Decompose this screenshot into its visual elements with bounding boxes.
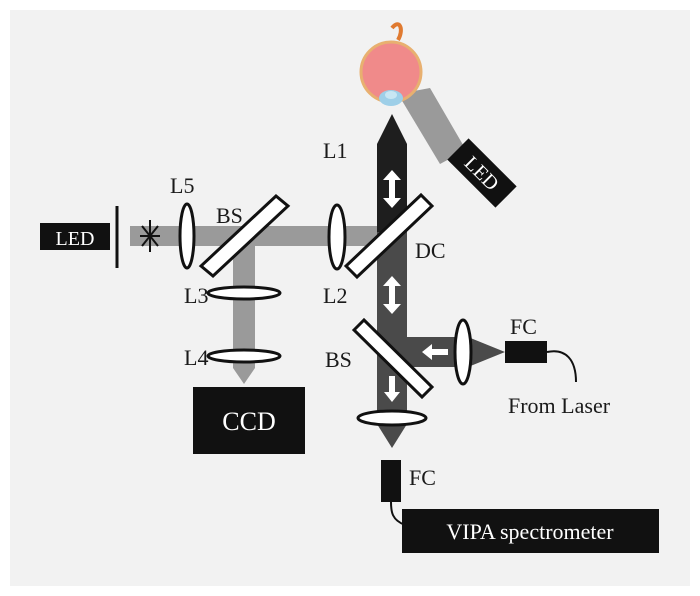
fiber-coupler-right: [505, 341, 547, 363]
label-from-laser: From Laser: [508, 393, 611, 418]
lens-l5: [178, 202, 196, 270]
arrow-down-icon: [384, 376, 400, 402]
double-arrow-icon: [383, 276, 401, 314]
label-dc: DC: [415, 238, 446, 263]
led-left-box: [40, 223, 110, 250]
label-bs-right: BS: [325, 347, 352, 372]
ccd-camera: [193, 387, 305, 454]
vipa-label: VIPA spectrometer: [446, 519, 614, 544]
lens-l4: [206, 348, 282, 364]
beam-splitter-left: [198, 194, 291, 278]
laser-fiber: [546, 350, 577, 383]
double-arrow-icon: [383, 170, 401, 208]
arrow-left-icon: [422, 344, 448, 360]
light-source-icon: [140, 220, 160, 252]
dichroic-mirror: [343, 192, 435, 280]
laser-beam-cone: [465, 337, 505, 367]
main-beam-bottom-tip: [377, 424, 407, 448]
led-illumination-beam: [398, 88, 466, 164]
collimating-lens: [453, 318, 473, 386]
led-left-label: LED: [56, 228, 95, 250]
imaging-beam-tip: [233, 368, 255, 384]
label-bs-left: BS: [216, 203, 243, 228]
ccd-label: CCD: [222, 407, 275, 436]
label-l5: L5: [170, 173, 194, 198]
beam-splitter-right: [351, 317, 435, 400]
label-l2: L2: [323, 283, 347, 308]
vipa-spectrometer-box: [402, 509, 659, 553]
label-l3: L3: [184, 283, 208, 308]
fiber-coupler-bottom: [381, 460, 401, 502]
lens-l2: [327, 203, 347, 271]
collection-lens: [356, 409, 428, 427]
eye-icon: [359, 22, 423, 106]
label-fc-right: FC: [510, 314, 537, 339]
lens-l3: [206, 285, 282, 301]
label-fc-bottom: FC: [409, 465, 436, 490]
imaging-beam-vertical: [233, 246, 255, 368]
label-l1: L1: [323, 138, 347, 163]
label-l4: L4: [184, 345, 208, 370]
frame-panel: [10, 10, 690, 586]
